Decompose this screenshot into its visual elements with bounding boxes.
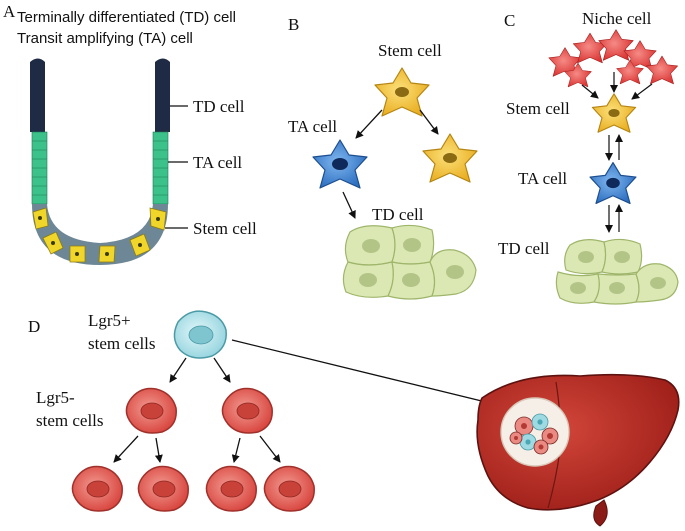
panel-b-ta-cell	[312, 139, 368, 189]
panel-c-td-nuclei	[570, 251, 666, 294]
arrow-niche-to-stem-left	[581, 84, 599, 99]
liver-illustration	[476, 373, 680, 527]
panel-b: B Stem cell TA cell TD cell	[288, 15, 478, 300]
arrow-right-to-4	[259, 435, 281, 463]
lgr5-neg-label-line2: stem cells	[36, 411, 104, 430]
panel-a-letter: A	[3, 2, 16, 21]
arrow-lgr5pos-to-liver	[231, 339, 499, 408]
panel-b-td-nuclei	[359, 238, 464, 287]
arrow-lgr5pos-to-right	[213, 357, 231, 383]
lgr5-neg-cell-right	[221, 387, 273, 434]
arrow-left-to-2	[154, 437, 163, 463]
organoid-nuclei-cyan	[525, 419, 543, 445]
progeny-cell-4	[263, 465, 315, 512]
panel-a-header-line1: Terminally differentiated (TD) cell	[17, 9, 236, 26]
panel-c-ta-label: TA cell	[518, 169, 567, 188]
crypt-right-td-zone	[155, 58, 170, 132]
panel-b-ta-label: TA cell	[288, 117, 337, 136]
arrow-stem-to-ta	[355, 109, 383, 139]
panel-a: A Terminally differentiated (TD) cell Tr…	[3, 2, 257, 265]
liver-ligament	[593, 499, 608, 527]
lgr5-pos-label-line1: Lgr5+	[88, 311, 131, 330]
progeny-cell-2	[137, 465, 189, 512]
nucleus	[395, 87, 409, 97]
panel-a-header-line2: Transit amplifying (TA) cell	[17, 30, 193, 47]
panel-a-stem-label: Stem cell	[193, 219, 257, 238]
lgr5-pos-cell	[173, 310, 227, 359]
arrow-lgr5pos-to-left	[169, 357, 187, 383]
arrow-left-to-1	[113, 435, 139, 463]
arrow-stem-to-stem	[419, 109, 439, 135]
progeny-cell-3	[205, 465, 257, 512]
panel-b-stem-cell	[374, 67, 430, 117]
crypt-stem-nuclei	[38, 216, 160, 256]
crypt-stem-cells	[32, 207, 167, 263]
crypt-diagram	[30, 58, 188, 265]
nucleus	[443, 153, 457, 163]
arrow-right-to-3	[231, 437, 241, 463]
progeny-cell-1	[71, 465, 123, 512]
panel-c-stem-cell	[591, 93, 637, 133]
panel-c-niche-cells	[548, 29, 678, 88]
organoid-nuclei	[514, 423, 553, 450]
nucleus	[332, 158, 348, 170]
panel-d: D Lgr5+ stem cells Lgr5- stem cells	[28, 310, 680, 527]
lgr5-neg-label-line1: Lgr5-	[36, 388, 75, 407]
panel-c-td-cluster	[555, 238, 679, 305]
panel-d-letter: D	[28, 317, 40, 336]
arrow-ta-to-td	[342, 191, 356, 219]
panel-a-td-label: TD cell	[193, 97, 245, 116]
arrow-niche-to-stem-right	[631, 83, 653, 100]
panel-b-self-renew-cell	[422, 133, 478, 183]
panel-c: C Niche cell Stem cell TA cell TD cell	[498, 9, 679, 305]
panel-c-niche-label: Niche cell	[582, 9, 652, 28]
panel-c-td-label: TD cell	[498, 239, 550, 258]
panel-a-ta-label: TA cell	[193, 153, 242, 172]
panel-c-stem-label: Stem cell	[506, 99, 570, 118]
lgr5-neg-cell-left	[125, 387, 177, 434]
panel-c-ta-cell	[589, 162, 637, 204]
panel-b-stem-label: Stem cell	[378, 41, 442, 60]
panel-b-td-label: TD cell	[372, 205, 424, 224]
crypt-ta-cell-lines	[32, 140, 168, 196]
panel-c-letter: C	[504, 11, 515, 30]
panel-b-letter: B	[288, 15, 299, 34]
crypt-left-td-zone	[30, 58, 45, 132]
panel-b-td-cluster	[342, 224, 477, 300]
organoid-bubble	[500, 397, 570, 467]
lgr5-pos-label-line2: stem cells	[88, 334, 156, 353]
